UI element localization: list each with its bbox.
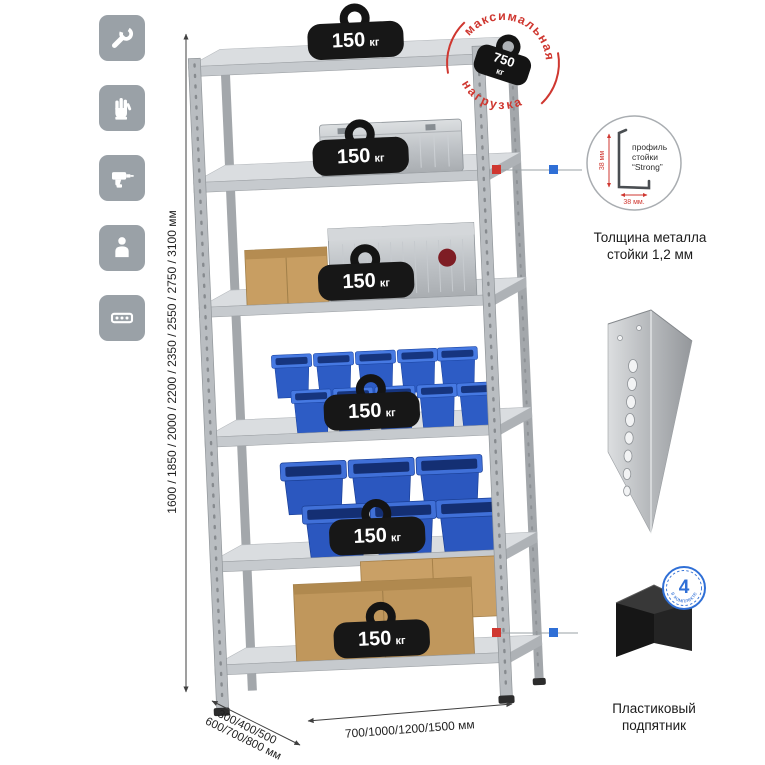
svg-text:профиль стойки: профиль стойки “Strong” [632, 142, 670, 172]
included-count-badge: 4 в комплекте [662, 566, 706, 610]
foot-right [498, 695, 515, 704]
profile-caption: Толщина металла стойки 1,2 мм [566, 229, 734, 263]
red-marker [492, 628, 501, 637]
rear-right-upright [506, 38, 544, 679]
post-profile-detail: 38 мм 38 мм. профиль стойки “Strong” [586, 115, 682, 211]
connection-markers-top [492, 165, 582, 174]
height-dimension: 1600 / 1850 / 2000 / 2200 / 2350 / 2550 … [165, 33, 189, 693]
foot-caption-line1: Пластиковый [612, 701, 696, 716]
svg-text:1600 / 1850 / 2000 / 2200 / 23: 1600 / 1850 / 2000 / 2200 / 2350 / 2550 … [165, 210, 179, 513]
svg-text:38 мм: 38 мм [599, 151, 606, 171]
perforated-angle-post [607, 309, 693, 534]
wrench-icon [99, 15, 145, 61]
stamp-weight-icon: 750 кг [473, 34, 532, 86]
svg-text:38 мм.: 38 мм. [623, 199, 644, 206]
connection-markers-bottom [492, 628, 578, 637]
angle-profile-drawing [617, 128, 651, 190]
svg-text:700/1000/1200/1500 мм: 700/1000/1200/1500 мм [344, 717, 475, 740]
foot-caption: Пластиковый подпятник [570, 700, 738, 734]
width-dimension: 700/1000/1200/1500 мм [307, 701, 513, 741]
perforated-profile-icon [99, 295, 145, 341]
foot-rear [532, 677, 546, 686]
cardboard-boxes [292, 554, 509, 663]
work-gloves-icon [99, 85, 145, 131]
blue-marker [549, 165, 558, 174]
profile-caption-line2: стойки 1,2 мм [606, 247, 694, 262]
red-marker [492, 165, 501, 174]
profile-caption-line1: Толщина металла [593, 230, 707, 245]
svg-text:750: 750 [491, 49, 516, 70]
person-icon [99, 225, 145, 271]
blue-marker [549, 628, 558, 637]
svg-text:кг: кг [495, 66, 506, 78]
feature-icons [99, 15, 145, 341]
foot-caption-line2: подпятник [621, 718, 687, 733]
svg-text:4: 4 [679, 577, 690, 598]
rear-left-upright [219, 50, 257, 691]
front-left-upright [187, 57, 229, 709]
drill-icon [99, 155, 145, 201]
cardboard-box-small [244, 246, 330, 306]
